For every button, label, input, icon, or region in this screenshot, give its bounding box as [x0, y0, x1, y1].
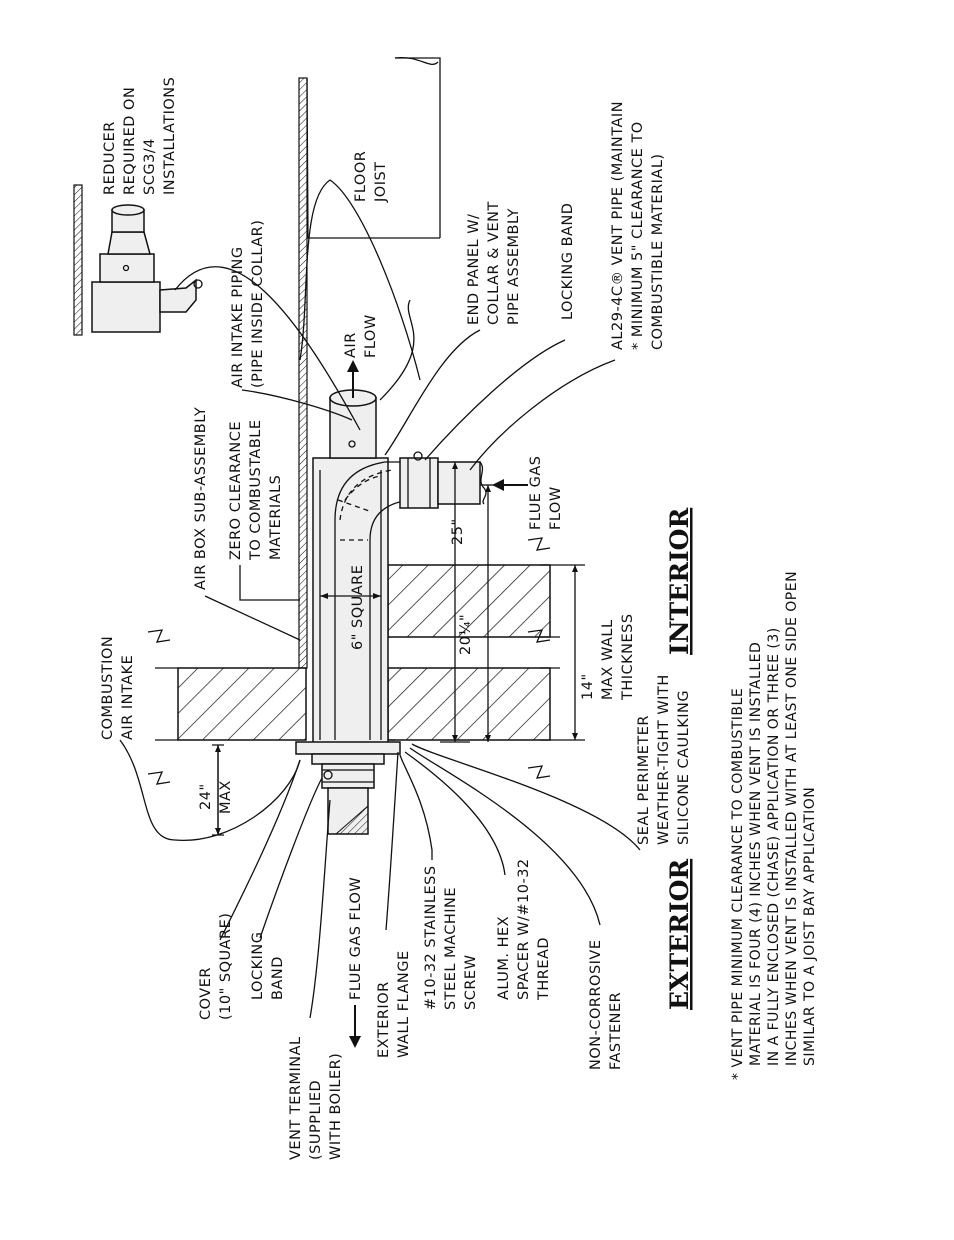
vent-terminal-assembly	[295, 741, 401, 835]
inset-air-box	[91, 281, 161, 333]
label-air-intake-piping: AIR INTAKE PIPING (PIPE INSIDE COLLAR)	[230, 220, 266, 388]
label-vent-pipe: AL29-4C® VENT PIPE (MAINTAIN * MINIMUM 5…	[610, 96, 666, 350]
svg-text:* VENT PIPE MINIMUM CLEARANCE: * VENT PIPE MINIMUM CLEARANCE TO COMBUST…	[730, 566, 818, 1080]
locking-band-bottom	[321, 763, 375, 789]
vent-pipe-interior	[399, 451, 487, 509]
label-locking-band-top: LOCKING BAND	[560, 203, 576, 320]
label-fastener: NON-CORROSIVE FASTENER	[588, 934, 624, 1070]
wall-section-upper	[177, 667, 307, 741]
heading-exterior: EXTERIOR	[665, 859, 694, 1010]
locking-band-top	[399, 457, 439, 509]
label-floor-joist: FLOOR JOIST	[353, 146, 389, 203]
label-seal-perimeter: SEAL PERIMETER WEATHER-TIGHT WITH SILICO…	[636, 669, 692, 845]
label-reducer: REDUCER REQUIRED ON SCG3/4 INSTALLATIONS	[102, 77, 178, 195]
diagram-labels: REDUCER REQUIRED ON SCG3/4 INSTALLATIONS…	[100, 77, 692, 1160]
label-dim-24: 24" MAX	[198, 778, 234, 814]
label-end-panel: END PANEL W/ COLLAR & VENT PIPE ASSEMBLY	[466, 196, 522, 325]
footnote-line-1: * VENT PIPE MINIMUM CLEARANCE TO COMBUST…	[730, 688, 746, 1080]
exterior-wall-flange	[295, 741, 401, 755]
label-air-flow: AIR FLOW	[343, 314, 379, 358]
label-flue-gas-flow-right: FLUE GAS FLOW	[528, 450, 564, 530]
wall-section-lower	[387, 667, 551, 741]
footnote-line-3: IN A FULLY ENCLOSED (CHASE) APPLICATION …	[766, 627, 782, 1066]
floor-sill	[298, 77, 308, 669]
label-locking-band-left: LOCKING BAND	[250, 926, 286, 1000]
label-zero-clearance: ZERO CLEARANCE TO COMBUSTABLE MATERIALS	[228, 414, 284, 561]
label-exterior-wall-flange: EXTERIOR WALL FLANGE	[376, 950, 412, 1058]
label-dim-25: 25"	[450, 518, 466, 545]
label-hex-spacer: ALUM. HEX SPACER W/#10-32 THREAD	[496, 853, 552, 1001]
label-vent-terminal: VENT TERMINAL (SUPPLIED WITH BOILER)	[288, 1031, 344, 1160]
heading-interior: INTERIOR	[665, 508, 694, 655]
dimension-lines	[212, 462, 585, 836]
clearance-footnote: * VENT PIPE MINIMUM CLEARANCE TO COMBUST…	[730, 566, 818, 1080]
label-machine-screw: #10-32 STAINLESS STEEL MACHINE SCREW	[423, 860, 479, 1010]
air-flow-arrow	[347, 360, 359, 372]
footnote-line-4: INCHES WHEN VENT IS INSTALLED WITH AT LE…	[784, 571, 800, 1066]
label-dim-20: 20¼"	[458, 614, 474, 655]
masonry-wall	[147, 537, 560, 785]
floor-joist	[306, 56, 441, 239]
intake-collar	[329, 397, 377, 459]
footnote-line-5: SIMILAR TO A JOIST BAY APPLICATION	[802, 787, 818, 1066]
flue-gas-flow-arrow-right	[492, 479, 504, 491]
reducer-inset	[73, 184, 203, 336]
flow-arrows	[347, 360, 528, 1048]
air-intake-piping	[329, 389, 377, 459]
flue-gas-flow-arrow-left	[349, 1036, 361, 1048]
leader-lines	[119, 179, 641, 1019]
label-air-box: AIR BOX SUB-ASSEMBLY	[193, 407, 209, 590]
label-dim-6: 6" SQUARE	[350, 565, 366, 650]
label-dim-14: 14" MAX WALL THICKNESS	[580, 613, 636, 701]
footnote-line-2: MATERIAL IS FOUR (4) INCHES WHEN VENT IS…	[748, 642, 764, 1066]
label-flue-gas-flow-left: FLUE GAS FLOW	[348, 877, 364, 1000]
sill-plate	[298, 77, 308, 669]
vent-pipe-section	[437, 461, 481, 505]
label-cover: COVER (10" SQUARE)	[198, 913, 234, 1020]
wall-section-inner-lower	[387, 564, 551, 638]
label-combustion-air-intake: COMBUSTION AIR INTAKE	[100, 631, 136, 740]
